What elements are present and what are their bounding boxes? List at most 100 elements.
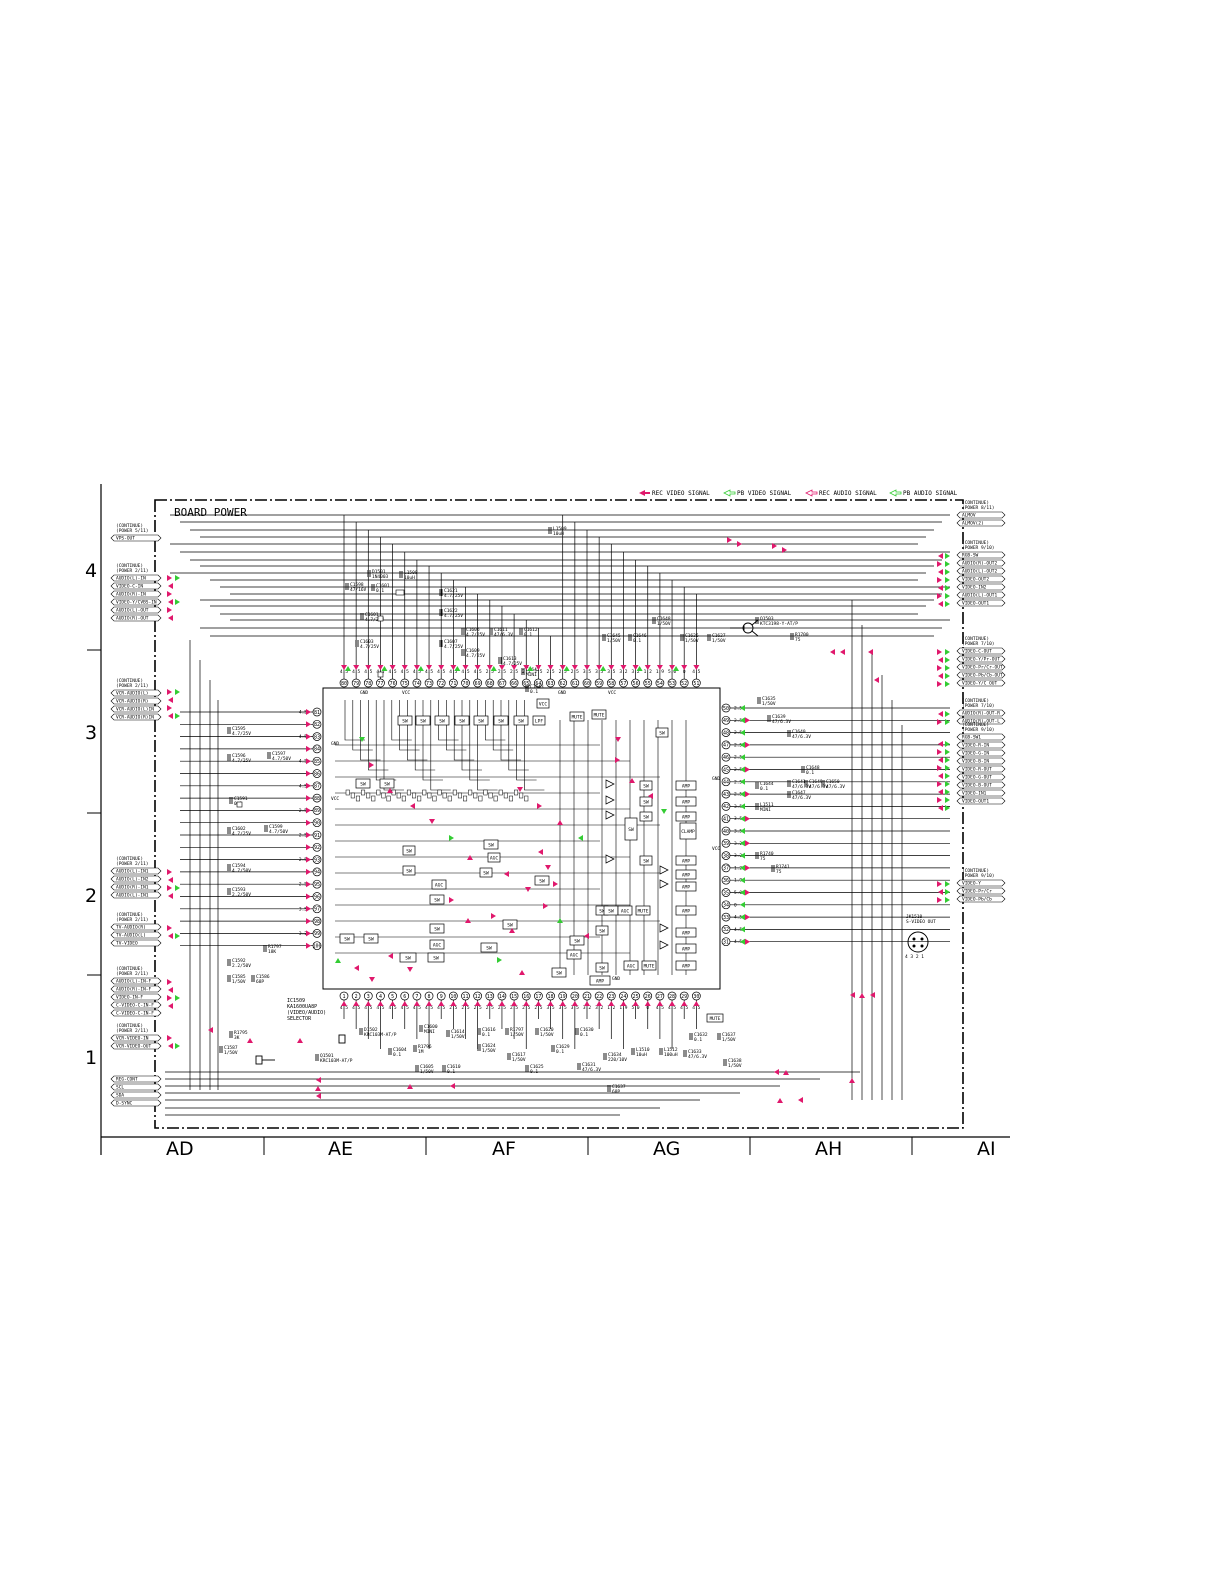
left-connector (110, 939, 162, 947)
ic-pin (436, 678, 446, 688)
pb-signal-arrow-icon (945, 711, 950, 717)
connector-sub: (POWER 7/10) (962, 641, 995, 647)
rec-signal-arrow-icon (168, 987, 173, 993)
pb-signal-arrow-icon (490, 666, 497, 671)
component-ref: C1616 (482, 1027, 496, 1033)
rec-signal-arrow-icon (870, 992, 875, 998)
ic-pin-label: GND (612, 976, 620, 982)
sw-block (454, 715, 470, 726)
agc-block-label: AGC (490, 855, 498, 861)
amp-block (675, 796, 697, 807)
wire (352, 700, 373, 751)
sw-block (399, 952, 417, 963)
component-ref: D1501 (372, 569, 386, 575)
rec-signal-arrow-icon (632, 1001, 639, 1006)
component-value: 0.1 (524, 632, 532, 638)
left-connector-label: AUDIO(L)-OUT (116, 608, 149, 614)
pb-signal-arrow-icon (945, 773, 950, 779)
mute-block-label: MUTE (644, 963, 655, 969)
ic-pin-number: 3 (367, 994, 370, 1000)
ic-pin (721, 802, 731, 811)
pb-signal-arrow-icon (945, 881, 950, 887)
component-ref: C1633 (688, 1049, 702, 1055)
ic-pin-number: 75 (402, 681, 408, 687)
ic-pin-number: 53 (669, 681, 675, 687)
left-connector-label: VIDEO-C-IN (116, 584, 143, 590)
pin-voltage: 4.5 (734, 939, 742, 945)
agc-block-label: AGC (433, 942, 441, 948)
rec-signal-arrow-icon (632, 665, 639, 670)
sw-block (397, 715, 413, 726)
ic-pin (546, 678, 555, 688)
rec-signal-arrow-icon (681, 1001, 688, 1006)
sw-block-label: SW (643, 799, 649, 805)
pin-voltage: 3.2 (734, 853, 742, 859)
ic-pin-number: 49 (723, 718, 729, 724)
pb-signal-arrow-icon (945, 765, 950, 771)
ic-pin-number: 37 (723, 866, 729, 872)
ic-pin-number: 18 (548, 994, 554, 1000)
rec-signal-arrow-icon (559, 1001, 566, 1006)
sw-block (534, 875, 550, 886)
right-connector (956, 797, 1006, 805)
rec-signal-arrow-icon (509, 928, 515, 933)
ic-pin-number: 50 (723, 706, 729, 712)
ic-pin-number: 40 (723, 829, 729, 835)
ic-pin (473, 991, 482, 1001)
component-value: 47/6.3V (826, 784, 845, 790)
ic-pin (312, 830, 322, 840)
pin-voltage: 4.5 (401, 669, 409, 675)
right-connector (956, 679, 1006, 687)
component-value: 47/6.3V (688, 1054, 707, 1060)
left-connector (110, 1091, 162, 1099)
ic-pin-number: 66 (511, 681, 517, 687)
ic-pin-number: 99 (314, 931, 320, 937)
ic-pin (721, 888, 731, 897)
right-connector-label: VIDEO-R-IN (962, 743, 989, 749)
pb-signal-arrow-icon (945, 757, 950, 763)
rec-signal-arrow-icon (774, 1069, 779, 1075)
component-ref: C1600 (424, 1024, 438, 1030)
rec-signal-arrow-icon (535, 665, 542, 670)
right-connector (956, 559, 1006, 567)
agc-block-label: AGC (621, 908, 629, 914)
ic-pin (721, 752, 731, 762)
pin-voltage: 2.5 (299, 882, 307, 888)
ic-pin-number: 28 (669, 994, 675, 1000)
connector-sub: (POWER 2/11) (116, 971, 149, 977)
pb-audio-arrow-icon (889, 489, 902, 497)
left-connector (110, 1075, 162, 1083)
rec-signal-arrow-icon (669, 665, 676, 670)
component-value: 4.7/50V (272, 756, 291, 762)
ic-pin-number: 8 (428, 994, 431, 1000)
rec-signal-arrow-icon (297, 1038, 303, 1043)
sw-block-label: SW (643, 783, 649, 789)
component-value: 4.7/25V (232, 731, 251, 737)
ic-pin (558, 678, 568, 688)
buffer-amp (605, 810, 615, 820)
rec-signal-arrow-icon (538, 849, 543, 855)
connector-head: (CONTINUE) (116, 678, 143, 684)
ic-pin-label: GND (558, 690, 566, 696)
rec-signal-arrow-icon (772, 543, 777, 549)
component-value: 4.7/50V (269, 829, 288, 835)
connector-sub: (POWER 7/10) (962, 703, 995, 709)
sw-block (473, 715, 489, 726)
right-connector (956, 567, 1006, 575)
sw-block-label: SW (643, 858, 649, 864)
ic-pin (582, 991, 592, 1001)
ic-pin-number: 100 (312, 944, 321, 950)
switch-contact (386, 795, 391, 802)
right-connector-label: AUDIO(R)-OUT-R (962, 711, 1000, 717)
sw-block-label: SW (599, 928, 605, 934)
pb-signal-arrow-icon (381, 666, 388, 671)
pb-signal-arrow-icon (945, 805, 950, 811)
pin-voltage: 1.2 (607, 1005, 615, 1011)
ic-pin-number: 64 (535, 681, 541, 687)
rec-signal-arrow-icon (486, 1001, 493, 1006)
left-connector-label: C-VIDEO-C-IN-F (116, 1011, 154, 1017)
left-connector-label: AUDIO(L)-IN2 (116, 877, 149, 883)
sw-block (479, 867, 493, 878)
rec-signal-arrow-icon (517, 787, 523, 792)
rec-signal-arrow-icon (167, 885, 172, 891)
